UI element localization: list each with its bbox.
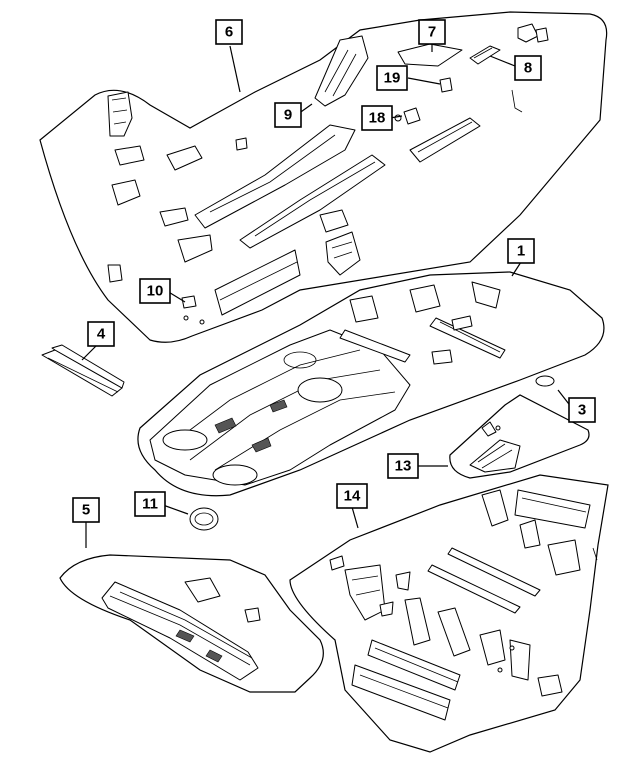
callout-3-label: 3: [578, 402, 586, 419]
callout-13-label: 13: [395, 458, 412, 475]
group-5-parts: [101, 577, 261, 681]
part-4-sill: [41, 344, 125, 397]
callout-4-label: 4: [97, 326, 106, 343]
group-3-parts: [469, 421, 521, 473]
callout-6: 6: [215, 19, 243, 45]
callout-5-label: 5: [82, 502, 90, 519]
callout-6-label: 6: [225, 24, 233, 41]
callout-3: 3: [568, 397, 596, 423]
callout-9-label: 9: [284, 107, 292, 124]
callout-7: 7: [418, 19, 446, 45]
callout-13: 13: [387, 453, 419, 479]
callout-19: 19: [376, 65, 408, 91]
callout-11: 11: [134, 491, 166, 517]
callout-1: 1: [507, 238, 535, 264]
callout-18-label: 18: [369, 110, 386, 127]
part-11-grommet: [189, 507, 219, 531]
callout-14: 14: [336, 483, 368, 509]
callout-19-label: 19: [384, 70, 401, 87]
callout-18: 18: [361, 105, 393, 131]
callout-9: 9: [274, 102, 302, 128]
callout-14-label: 14: [344, 488, 361, 505]
group-6-outline: [39, 11, 608, 343]
callout-1-label: 1: [517, 243, 525, 260]
group-6-parts: [107, 23, 549, 325]
callout-11-label: 11: [142, 496, 158, 513]
callout-10-label: 10: [147, 283, 164, 300]
callout-10: 10: [139, 278, 171, 304]
group-1-parts: [149, 281, 555, 486]
callout-7-label: 7: [428, 24, 436, 41]
callout-8-label: 8: [524, 60, 532, 77]
callout-8: 8: [514, 55, 542, 81]
group-14-parts: [329, 489, 598, 721]
callout-5: 5: [72, 497, 100, 523]
callout-4: 4: [87, 321, 115, 347]
